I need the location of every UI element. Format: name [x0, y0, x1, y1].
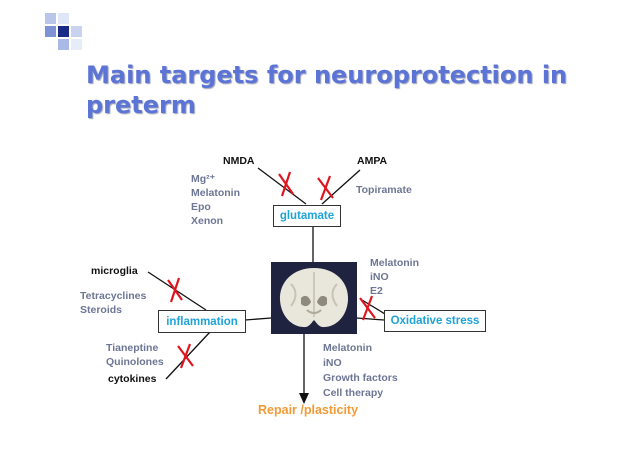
agent-cell-therapy: Cell therapy: [323, 387, 384, 399]
inflammation-box: inflammation: [158, 310, 246, 333]
block-mark-microglia: [167, 277, 183, 303]
cytokines-label: cytokines: [108, 373, 157, 385]
nmda-agent-list: Mg²⁺ Melatonin Epo Xenon: [191, 172, 240, 228]
decor-square: [58, 13, 69, 24]
decor-square: [58, 39, 69, 50]
repair-agent-list: Melatonin iNO Growth factors Cell therap…: [323, 341, 398, 401]
oxidative-stress-box: Oxidative stress: [384, 310, 486, 332]
agent-ino: iNO: [323, 357, 342, 369]
block-mark-nmda: [278, 171, 294, 197]
decor-square: [58, 26, 69, 37]
brain-section-image: [271, 262, 357, 334]
decor-square: [45, 26, 56, 37]
block-mark-oxidative: [359, 295, 376, 321]
oxidative-agent-list: Melatonin iNO E2: [370, 256, 419, 298]
agent-quinolones: Quinolones: [106, 356, 164, 368]
nmda-label: NMDA: [223, 155, 255, 167]
decor-square: [71, 26, 82, 37]
agent-tianeptine: Tianeptine: [106, 342, 159, 354]
line-cytokines: [165, 331, 211, 380]
agent-growth-factors: Growth factors: [323, 372, 398, 384]
agent-epo: Epo: [191, 201, 211, 213]
microglia-agent-list: Tetracyclines Steroids: [80, 289, 146, 317]
ampa-label: AMPA: [357, 155, 388, 167]
block-mark-cytokines: [177, 343, 194, 369]
line-brain-inflammation: [244, 317, 272, 321]
line-brain-oxidative: [356, 317, 385, 321]
agent-mg: Mg²⁺: [191, 173, 216, 185]
slide-title: Main targets for neuroprotection in pret…: [86, 61, 568, 119]
microglia-label: microglia: [91, 265, 138, 277]
brain-drawing: [279, 268, 349, 328]
block-mark-ampa: [317, 175, 334, 201]
agent-melatonin: Melatonin: [323, 342, 372, 354]
agent-melatonin: Melatonin: [370, 257, 419, 269]
line-oxidative-up: [361, 299, 386, 315]
agent-e2: E2: [370, 285, 383, 297]
agent-topiramate: Topiramate: [356, 184, 412, 196]
decor-square: [45, 13, 56, 24]
repair-plasticity-label: Repair /plasticity: [258, 403, 359, 417]
agent-tetracyclines: Tetracyclines: [80, 290, 147, 302]
agent-xenon: Xenon: [191, 215, 224, 227]
agent-ino: iNO: [370, 271, 389, 283]
agent-steroids: Steroids: [80, 304, 123, 316]
decor-square: [71, 39, 82, 50]
glutamate-box: glutamate: [273, 205, 341, 227]
agent-melatonin: Melatonin: [191, 187, 240, 199]
line-nmda: [257, 167, 307, 205]
line-ampa: [321, 169, 361, 205]
arrow-head: [299, 393, 309, 404]
cytokine-agent-list: Tianeptine Quinolones: [106, 341, 164, 369]
